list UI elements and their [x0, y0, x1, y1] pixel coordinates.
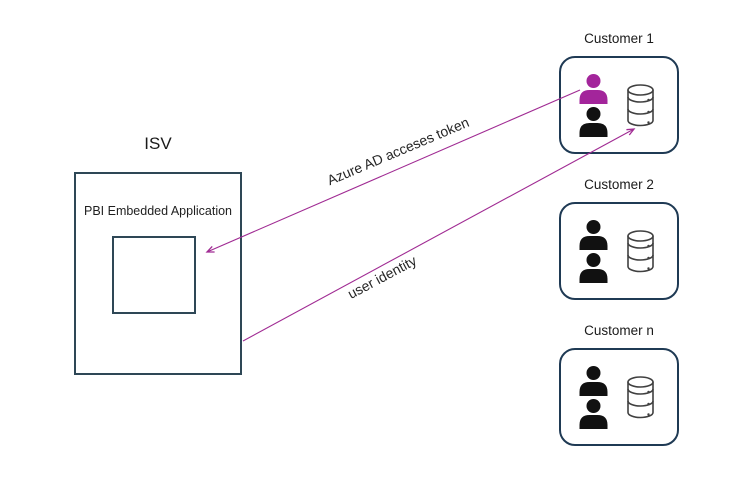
user-icon	[577, 366, 610, 396]
customer-n-box	[559, 348, 679, 446]
database-icon	[626, 230, 655, 273]
database-icon	[626, 376, 655, 419]
user-icon	[577, 399, 610, 429]
embedded-report-placeholder	[112, 236, 196, 314]
customer-1-label: Customer 1	[584, 31, 654, 46]
user-icon-purple	[577, 74, 610, 104]
customer-1-users	[577, 74, 610, 137]
customer-n-label: Customer n	[584, 323, 654, 338]
azure-ad-token-arrow	[205, 89, 581, 253]
customer-2-users	[577, 220, 610, 283]
database-icon	[626, 84, 655, 127]
customer-2-box	[559, 202, 679, 300]
customer-1-box	[559, 56, 679, 154]
customer-1-card: Customer 1	[559, 31, 679, 154]
user-identity-arrow-label: user identity	[344, 252, 420, 302]
user-icon	[577, 253, 610, 283]
azure-ad-token-arrow-label: Azure AD acceses token	[324, 113, 472, 189]
customer-2-card: Customer 2	[559, 177, 679, 300]
customer-n-users	[577, 366, 610, 429]
user-icon	[577, 107, 610, 137]
user-icon	[577, 220, 610, 250]
customer-2-label: Customer 2	[584, 177, 654, 192]
isv-title: ISV	[144, 134, 172, 153]
customer-n-card: Customer n	[559, 323, 679, 446]
pbi-embedded-application-label: PBI Embedded Application	[83, 204, 233, 218]
